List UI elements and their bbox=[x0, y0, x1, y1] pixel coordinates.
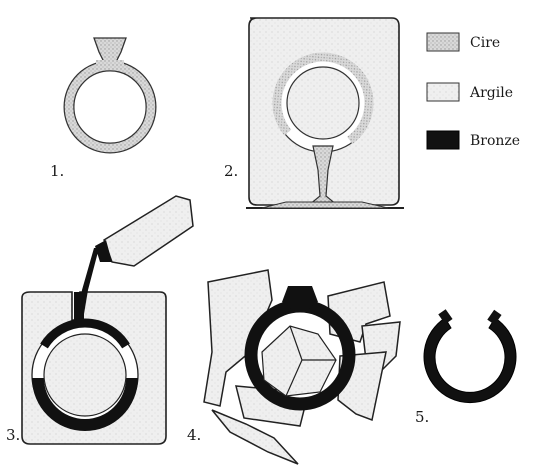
step-1-label: 1. bbox=[50, 162, 64, 180]
step-4-label: 4. bbox=[187, 426, 201, 444]
legend-swatch-cire bbox=[427, 33, 459, 51]
legend: Cire Argile Bronze bbox=[427, 33, 520, 149]
step-2-clay-mold bbox=[246, 18, 404, 208]
step-5-finished-ring bbox=[424, 309, 516, 402]
step-3-label: 3. bbox=[6, 426, 20, 444]
step-4-broken-mold bbox=[204, 270, 400, 464]
legend-label-argile: Argile bbox=[469, 85, 513, 101]
legend-swatch-argile bbox=[427, 83, 459, 101]
legend-swatch-bronze bbox=[427, 131, 459, 149]
step-5-label: 5. bbox=[415, 408, 429, 426]
legend-label-cire: Cire bbox=[470, 35, 500, 51]
step-2-label: 2. bbox=[224, 162, 238, 180]
step-3-pouring bbox=[22, 196, 193, 444]
legend-label-bronze: Bronze bbox=[470, 133, 520, 149]
step-1-wax-model bbox=[69, 38, 151, 148]
